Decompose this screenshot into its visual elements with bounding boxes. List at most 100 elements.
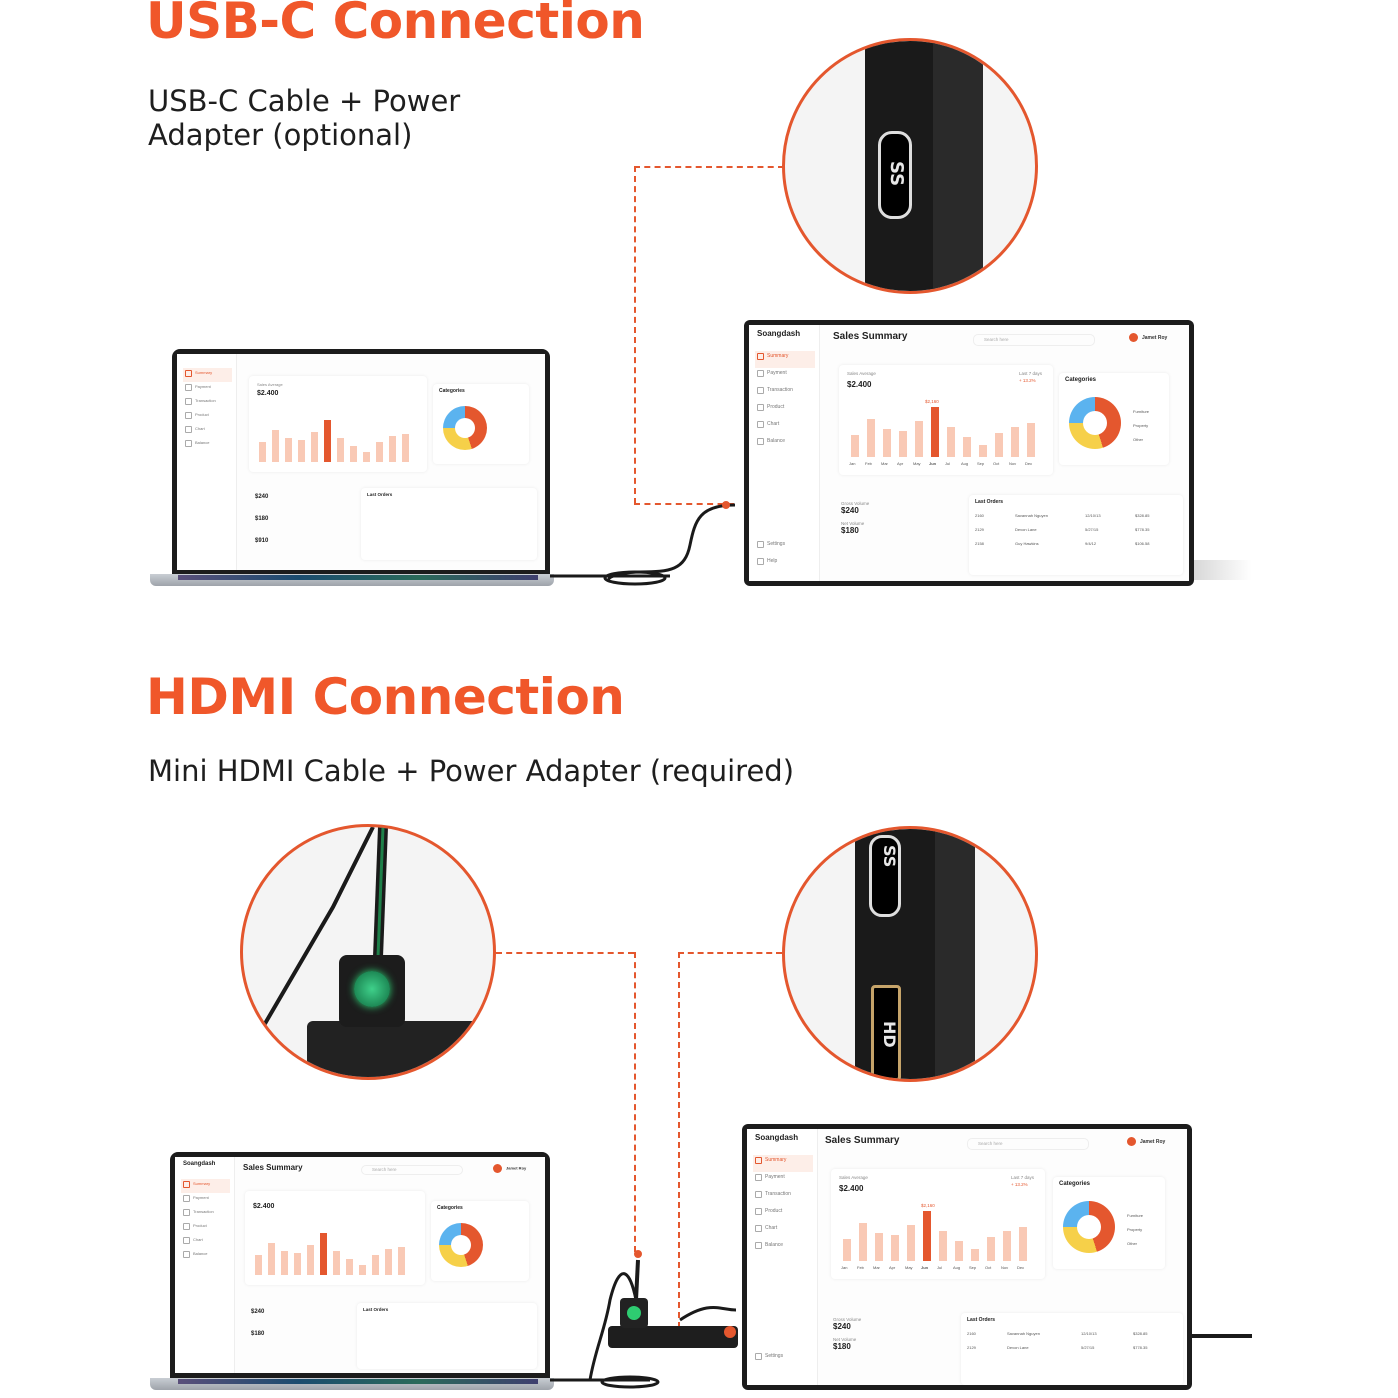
connector-line bbox=[496, 952, 634, 954]
search-input[interactable]: Search here bbox=[361, 1165, 463, 1175]
volume-stats: Gross Volume $240 Net Volume $180 bbox=[833, 1317, 862, 1351]
monitor-screen: Soangdash Summary Payment Transaction Pr… bbox=[749, 325, 1189, 581]
power-plug bbox=[339, 955, 405, 1027]
nav-item[interactable]: Settings bbox=[755, 539, 815, 556]
sales-card: Sales Average $2.400 Last 7 days + 13.2%… bbox=[839, 365, 1053, 475]
nav-item[interactable]: Balance bbox=[181, 1249, 230, 1263]
avatar bbox=[1127, 1137, 1136, 1146]
usbc-cable bbox=[550, 501, 736, 586]
nav-item[interactable]: Chart bbox=[181, 1235, 230, 1249]
hdmi-label: HD bbox=[880, 1021, 899, 1048]
sales-card: $2.400 bbox=[245, 1191, 425, 1285]
sales-card: Sales Average $2.400 Last 7 days + 13.2%… bbox=[831, 1169, 1045, 1279]
page-title: Sales Summary bbox=[243, 1163, 303, 1172]
nav-item[interactable]: Product bbox=[181, 1221, 230, 1235]
nav-item[interactable]: Summary bbox=[181, 1179, 231, 1193]
connection-dot bbox=[724, 1326, 736, 1338]
volume-stats: Gross Volume $240 Net Volume $180 bbox=[841, 501, 870, 535]
usbc-port-icon bbox=[869, 835, 901, 917]
peak-value-label: $2,160 bbox=[921, 1203, 935, 1208]
power-icon bbox=[354, 971, 390, 1007]
categories-card: Categories bbox=[431, 1201, 529, 1281]
usbc-heading: USB-C Connection bbox=[146, 0, 645, 50]
page-title: Sales Summary bbox=[825, 1135, 900, 1146]
nav-item[interactable]: Payment bbox=[183, 382, 232, 396]
nav-item[interactable]: Balance bbox=[755, 436, 815, 453]
orders-card: Last Orders bbox=[361, 488, 537, 560]
superspeed-label: SS bbox=[880, 845, 899, 868]
brand-logo: Soangdash bbox=[183, 1161, 216, 1167]
nav-item[interactable]: Chart bbox=[753, 1223, 813, 1240]
nav-item[interactable]: Balance bbox=[183, 438, 232, 452]
categories-card: Categories Furniture Property Other bbox=[1059, 373, 1169, 465]
user-menu[interactable]: Jamet Roy bbox=[1127, 1137, 1165, 1146]
power-adapter-zoom bbox=[240, 824, 496, 1080]
donut-chart bbox=[439, 1223, 483, 1267]
nav-item[interactable]: Product bbox=[755, 402, 815, 419]
hdmi-heading: HDMI Connection bbox=[146, 668, 625, 726]
volume-stats: $240 $180 $910 bbox=[255, 494, 269, 544]
donut-chart bbox=[1069, 397, 1121, 449]
brand-logo: Soangdash bbox=[755, 1133, 799, 1142]
laptop: Summary Payment Transaction Product Char… bbox=[172, 349, 550, 575]
nav-item[interactable]: Transaction bbox=[181, 1207, 230, 1221]
search-input[interactable]: Search here bbox=[973, 334, 1095, 346]
power-plug bbox=[620, 1298, 648, 1328]
donut-chart bbox=[1063, 1201, 1115, 1253]
keyboard-glow bbox=[178, 575, 538, 580]
nav-item[interactable]: Summary bbox=[183, 368, 232, 382]
power-icon bbox=[627, 1306, 641, 1320]
power-strip bbox=[307, 1021, 493, 1077]
user-menu[interactable]: Jamet Roy bbox=[493, 1164, 526, 1173]
nav-item[interactable]: Transaction bbox=[755, 385, 815, 402]
connector-line bbox=[678, 952, 782, 954]
hdmi-port-icon bbox=[871, 985, 901, 1079]
peak-value-label: $2,160 bbox=[925, 399, 939, 404]
hdmi-subtitle: Mini HDMI Cable + Power Adapter (require… bbox=[148, 754, 795, 788]
laptop-screen: Summary Payment Transaction Product Char… bbox=[177, 354, 545, 570]
user-menu[interactable]: Jamet Roy bbox=[1129, 333, 1167, 342]
nav-item[interactable]: Product bbox=[183, 410, 232, 424]
nav-item[interactable]: Payment bbox=[753, 1172, 813, 1189]
nav-item[interactable]: Summary bbox=[753, 1155, 814, 1172]
nav-item[interactable]: Payment bbox=[755, 368, 815, 385]
page-title: Sales Summary bbox=[833, 331, 908, 342]
sales-card: Sales Average $2.400 bbox=[249, 376, 427, 472]
orders-card: Last Orders bbox=[357, 1303, 537, 1369]
portable-monitor: Soangdash Summary Payment Transaction Pr… bbox=[744, 320, 1194, 586]
monitor-stand bbox=[1194, 560, 1252, 580]
superspeed-label: SS bbox=[886, 161, 907, 187]
hdmi-cables bbox=[550, 1250, 737, 1389]
nav-item[interactable]: Transaction bbox=[183, 396, 232, 410]
usbc-subtitle-line2: Adapter (optional) bbox=[148, 118, 413, 152]
nav-item[interactable]: Payment bbox=[181, 1193, 230, 1207]
nav-item[interactable]: Chart bbox=[183, 424, 232, 438]
nav-item[interactable]: Product bbox=[753, 1206, 813, 1223]
donut-chart bbox=[443, 406, 487, 450]
nav-item[interactable]: Balance bbox=[753, 1240, 813, 1257]
connector-line bbox=[634, 166, 636, 504]
keyboard-glow bbox=[178, 1379, 538, 1384]
nav-item[interactable]: Summary bbox=[755, 351, 816, 368]
categories-card: Categories bbox=[433, 384, 529, 464]
usbc-port-icon bbox=[878, 131, 912, 219]
nav-item[interactable]: Help bbox=[755, 556, 815, 573]
categories-card: Categories Furniture Property Other bbox=[1053, 1177, 1165, 1269]
nav-item[interactable]: Chart bbox=[755, 419, 815, 436]
nav-item[interactable]: Settings bbox=[753, 1351, 813, 1368]
connector-line bbox=[634, 166, 784, 168]
connector-line bbox=[634, 503, 734, 505]
power-strip bbox=[608, 1326, 738, 1348]
usbc-subtitle: USB-C Cable + Power Adapter (optional) bbox=[148, 84, 460, 152]
search-input[interactable]: Search here bbox=[967, 1138, 1089, 1150]
avatar bbox=[1129, 333, 1138, 342]
nav-item[interactable]: Transaction bbox=[753, 1189, 813, 1206]
